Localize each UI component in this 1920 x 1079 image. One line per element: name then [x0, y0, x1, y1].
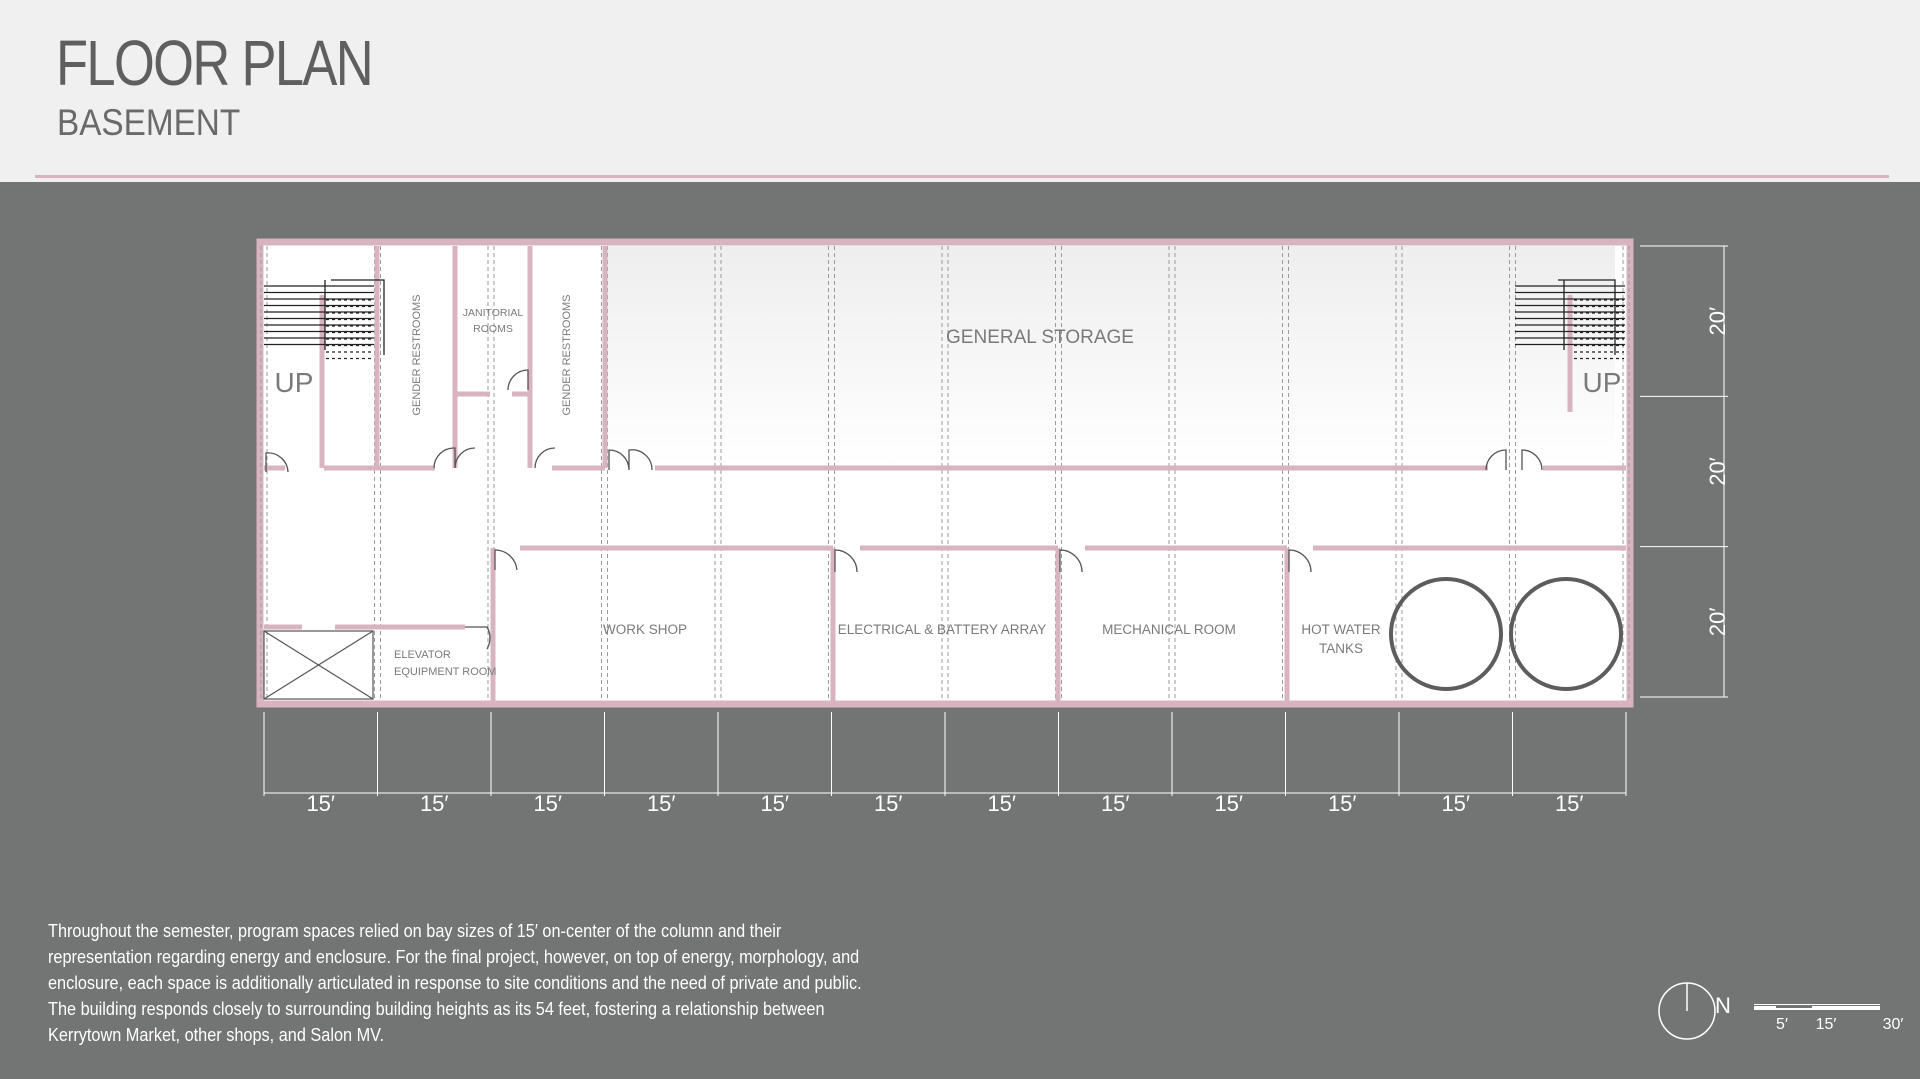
- janitorial-label-line2: ROOMS: [473, 323, 513, 335]
- bay-dimension-label: 15′: [1441, 791, 1470, 816]
- bay-dimension-label: 15′: [1555, 791, 1584, 816]
- page-subtitle: BASEMENT: [57, 102, 241, 143]
- stair-left: [264, 279, 385, 360]
- header-divider: [35, 175, 1889, 178]
- bay-dimension-label: 15′: [1328, 791, 1357, 816]
- row-dimension-label: 20′: [1705, 307, 1730, 336]
- hot-water-tank-2: [1509, 577, 1623, 691]
- bay-dimension-label: 15′: [874, 791, 903, 816]
- stair-rail: [1558, 279, 1616, 355]
- scale-label-15: 15′: [1816, 1016, 1837, 1033]
- hot-water-tank-1: [1389, 577, 1503, 691]
- janitorial-label-line1: JANITORIAL: [463, 307, 524, 319]
- electrical-battery-label: ELECTRICAL & BATTERY ARRAY: [838, 622, 1047, 637]
- stair-rail: [331, 279, 385, 355]
- bay-dimension-label: 15′: [420, 791, 449, 816]
- scale-label-30: 30′: [1883, 1016, 1904, 1033]
- north-label: N: [1715, 993, 1731, 1018]
- bay-dimension-string: 15′ 15′ 15′ 15′ 15′ 15′ 15′ 15′ 15′ 15′ 15′ 15′: [263, 712, 1627, 816]
- row-dimension-label: 20′: [1705, 457, 1730, 486]
- bay-dimension-label: 15′: [987, 791, 1016, 816]
- stair-up-label-right: UP: [1583, 367, 1622, 398]
- bay-dimension-label: 15′: [306, 791, 335, 816]
- bay-dimension-label: 15′: [1214, 791, 1243, 816]
- elevator-equipment-label-line1: ELEVATOR: [394, 649, 451, 661]
- project-description: Throughout the semester, program spaces …: [48, 920, 862, 1045]
- north-arrow: N: [1658, 982, 1731, 1040]
- work-shop-label: WORK SHOP: [603, 622, 687, 637]
- scale-label-5: 5′: [1776, 1016, 1788, 1033]
- general-storage-label: GENERAL STORAGE: [946, 327, 1134, 348]
- stair-right: [1515, 279, 1625, 360]
- header-band: [0, 0, 1920, 182]
- hot-water-label-line2: TANKS: [1319, 641, 1363, 656]
- elevator-shaft: [263, 630, 374, 700]
- hot-water-label-line1: HOT WATER: [1301, 622, 1380, 637]
- door-swings: [265, 369, 1543, 650]
- bay-dimension-label: 15′: [533, 791, 562, 816]
- restrooms-label-2: GENDER RESTROOMS: [561, 294, 573, 415]
- elevator-equipment-label-line2: EQUIPMENT ROOM: [394, 666, 496, 678]
- bay-dimension-label: 15′: [647, 791, 676, 816]
- mechanical-room-label: MECHANICAL ROOM: [1102, 622, 1236, 637]
- bay-dimension-label: 15′: [1101, 791, 1130, 816]
- interior-walls: [264, 246, 1626, 704]
- scale-bar: 5′ 15′ 30′: [1754, 1004, 1903, 1033]
- stair-up-label-left: UP: [275, 367, 314, 398]
- row-dimension-label: 20′: [1705, 608, 1730, 637]
- page-title: FLOOR PLAN: [56, 27, 374, 99]
- row-dimension-string: 20′ 20′ 20′: [1640, 245, 1730, 698]
- bay-dimension-label: 15′: [760, 791, 789, 816]
- general-storage-floor: [607, 246, 1615, 466]
- restrooms-label-1: GENDER RESTROOMS: [411, 294, 423, 415]
